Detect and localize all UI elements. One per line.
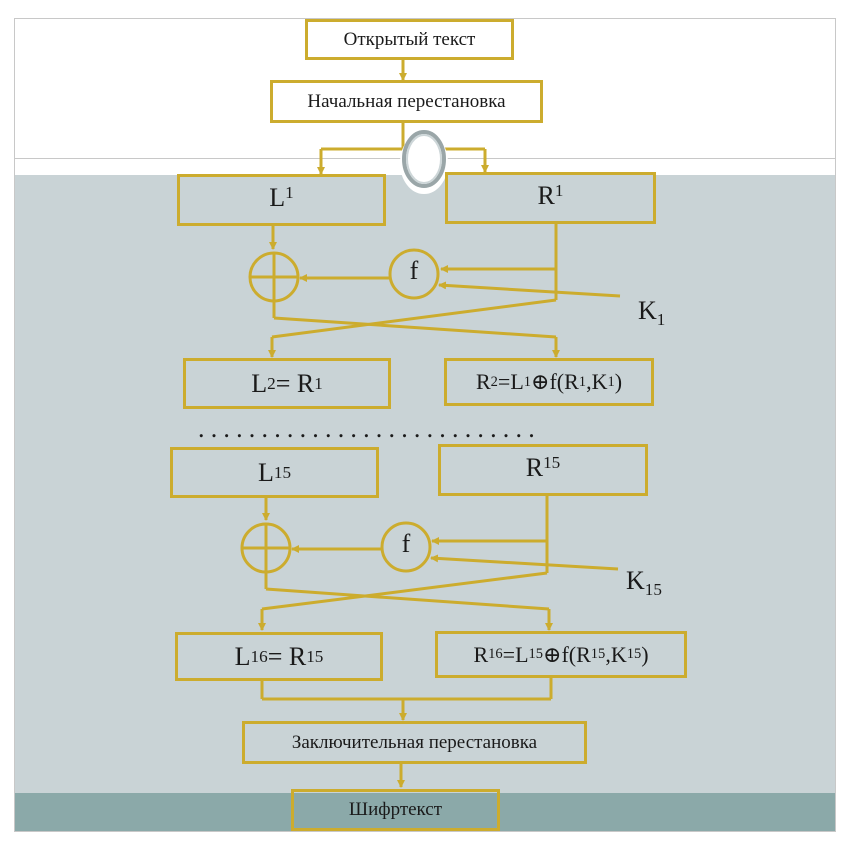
K1-label: K1 <box>638 296 666 329</box>
K15-label: K15 <box>626 566 662 599</box>
plaintext-box: Открытый текст <box>305 19 514 60</box>
L1-label: L <box>269 183 286 212</box>
cross-b-1 <box>271 298 557 339</box>
footer-band <box>15 793 835 831</box>
L1-subscript: 1 <box>285 183 294 202</box>
cross-a-15 <box>265 587 550 611</box>
content-band <box>15 175 835 793</box>
ellipsis-rounds: ........................... <box>198 414 541 443</box>
f-circle-15 <box>380 521 432 573</box>
R1-label: R <box>537 181 555 210</box>
final-permutation-box: Заключительная перестановка <box>242 721 587 764</box>
xor-symbol: ⊕ <box>543 641 562 667</box>
ring-icon <box>400 130 448 194</box>
initial-permutation-box: Начальная перестановка <box>270 80 543 123</box>
f-label-15: f <box>401 529 411 558</box>
cross-a-1 <box>273 316 557 339</box>
arrow-K15-to-f <box>430 554 619 571</box>
f-label-1: f <box>409 256 419 285</box>
xor-symbol: ⊕ <box>531 369 550 394</box>
R1-subscript: 1 <box>554 181 564 200</box>
f-circle-1 <box>388 248 440 300</box>
cross-b-15 <box>261 571 548 611</box>
ciphertext-box: Шифртекст <box>291 789 500 831</box>
arrow-K1-to-f <box>438 281 621 298</box>
